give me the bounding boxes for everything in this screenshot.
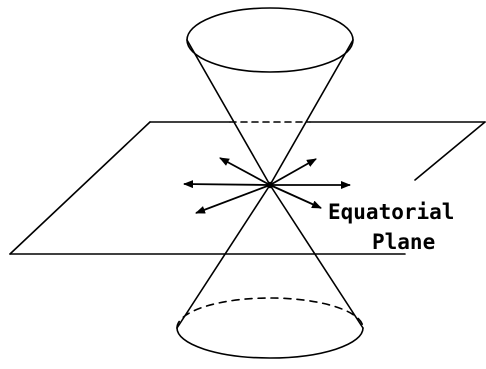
equatorial-label-line1: Equatorial <box>328 200 454 224</box>
arrow-left <box>184 184 270 185</box>
apex-point <box>267 182 273 188</box>
lower-cone-left-side <box>177 185 270 328</box>
lower-cone-rim-front <box>177 328 363 358</box>
plane-right-edge <box>415 122 485 180</box>
upper-cone-right-side <box>270 40 353 185</box>
plane-left-edge <box>10 122 150 254</box>
arrow-lower-left <box>196 185 270 213</box>
lower-cone-rim-back <box>177 298 363 328</box>
upper-cone-rim <box>187 8 353 72</box>
equatorial-label-line2: Plane <box>372 230 435 254</box>
